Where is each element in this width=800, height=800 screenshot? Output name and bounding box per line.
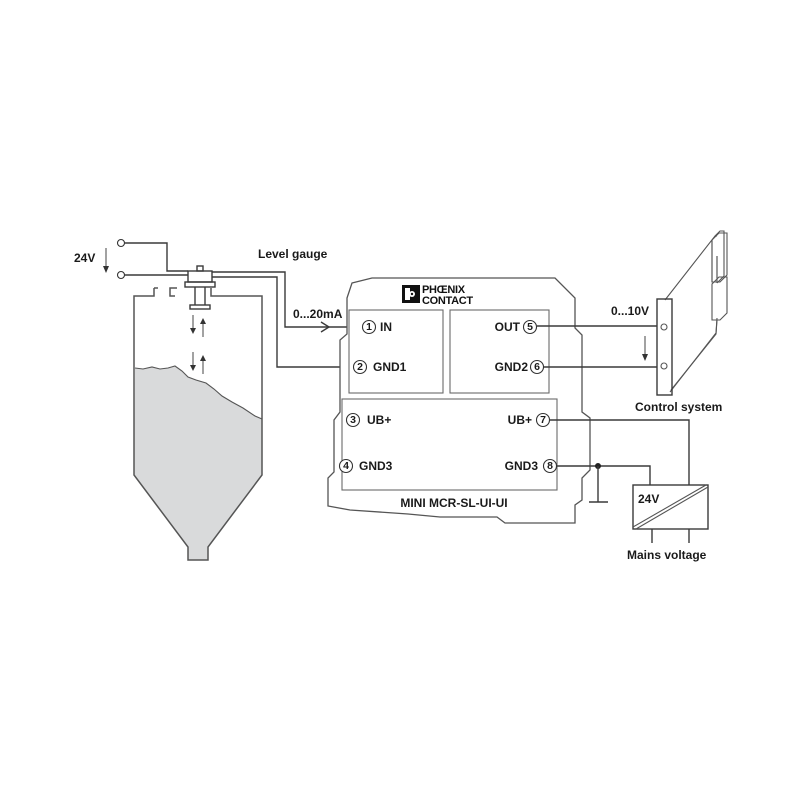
terminal-1-label: IN: [380, 320, 392, 334]
card-connector-top: [660, 323, 668, 331]
svg-text:7: 7: [540, 414, 546, 426]
terminal-6-label: GND2: [495, 360, 529, 374]
input-panel: [348, 309, 444, 394]
output-voltage-arrow-icon: [642, 354, 648, 361]
silo-wall: [133, 288, 263, 561]
material-surface: [134, 365, 263, 420]
phoenix-contact-logo: PHŒNIX CONTACT: [402, 284, 474, 307]
card-front-bracket: [656, 298, 673, 396]
terminal-1[interactable]: 1 IN: [361, 319, 393, 335]
terminal-8[interactable]: 8 GND3: [505, 458, 558, 474]
terminal-4-label: GND3: [359, 459, 393, 473]
silo-flange-mid: [169, 287, 177, 297]
terminal-3-label: UB+: [367, 413, 391, 427]
svg-text:4: 4: [343, 460, 349, 472]
psu-voltage-label: 24V: [638, 492, 659, 506]
mains-voltage-label: Mains voltage: [627, 548, 707, 562]
silo-material: [134, 366, 262, 560]
terminal-7[interactable]: 7 UB+: [508, 412, 551, 428]
terminal-7-label: UB+: [508, 413, 532, 427]
terminal-4[interactable]: 4 GND3: [338, 458, 393, 474]
svg-text:5: 5: [527, 321, 533, 333]
control-system-card: [656, 230, 728, 396]
signal-arrows: [190, 315, 206, 374]
brand-line-2: CONTACT: [422, 295, 473, 307]
current-signal-label: 0...20mA: [293, 307, 343, 321]
terminal-2-label: GND1: [373, 360, 407, 374]
sensor-supply: 24V: [74, 238, 188, 280]
brand-line-1: PHŒNIX: [422, 284, 466, 296]
supply-panel: [341, 398, 558, 491]
svg-text:1: 1: [366, 321, 372, 333]
signal-conditioner-module: PHŒNIX CONTACT 1 IN 2 GND1 3 UB+ 4 GND3 …: [327, 277, 591, 524]
level-gauge-label: Level gauge: [258, 247, 328, 261]
wire-signal-in: [212, 271, 356, 328]
arrow-in-icon: [320, 321, 331, 333]
terminal-2[interactable]: 2 GND1: [352, 359, 407, 375]
terminal-6[interactable]: 6 GND2: [495, 359, 545, 375]
terminal-8-label: GND3: [505, 459, 539, 473]
silo: [133, 287, 263, 561]
level-gauge-sensor: [184, 265, 216, 310]
wire-gnd3: [557, 465, 651, 485]
supply-voltage-label: 24V: [74, 251, 95, 265]
terminal-3[interactable]: 3 UB+: [345, 412, 392, 428]
svg-text:8: 8: [547, 460, 553, 472]
voltage-signal-label: 0...10V: [611, 304, 649, 318]
module-model-label: MINI MCR-SL-UI-UI: [400, 496, 507, 510]
terminal-5-label: OUT: [495, 320, 521, 334]
svg-text:2: 2: [357, 361, 363, 373]
supply-terminal-plus: [116, 238, 126, 248]
supply-terminal-minus: [116, 270, 126, 280]
voltage-arrow-icon: [103, 266, 109, 273]
control-system-label: Control system: [635, 400, 722, 414]
terminal-5[interactable]: 5 OUT: [495, 319, 538, 335]
svg-text:3: 3: [350, 414, 356, 426]
wire-ub-plus: [550, 419, 690, 485]
power-supply-unit: 24V: [632, 484, 709, 543]
card-connector-bottom: [660, 362, 668, 370]
wire-gnd1: [212, 276, 351, 368]
svg-text:6: 6: [534, 361, 540, 373]
